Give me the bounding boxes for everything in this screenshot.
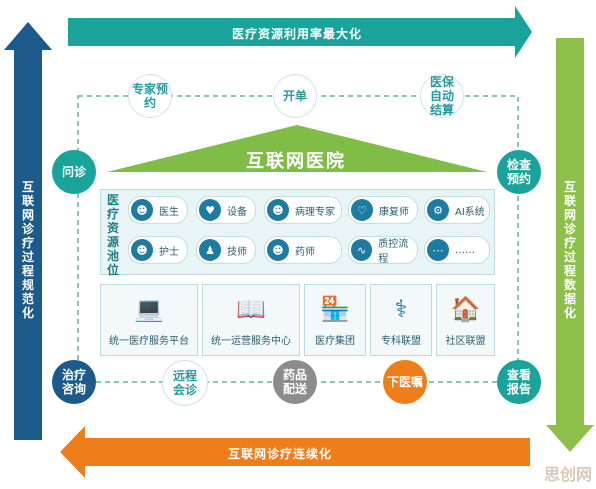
bottom-arrow-label: 互联网诊疗连续化 [228, 447, 333, 461]
platform-medical-group: 🏪医疗集团 [304, 284, 366, 356]
node-insurance-settlement: 医保自动结算 [420, 74, 464, 118]
storefront-icon: 🏪 [320, 294, 350, 323]
person-icon: ♟ [199, 239, 221, 261]
platform-medical-service: 💻统一医疗服务平台 [100, 284, 198, 356]
wave-icon: ∿ [351, 239, 373, 261]
house-icon: 🏠 [450, 294, 481, 323]
doctor-icon: ☻ [131, 199, 153, 221]
robot-icon: ⚙ [427, 199, 449, 221]
pharmacist-icon: ☻ [267, 239, 289, 261]
logo: 思创网 [543, 465, 592, 484]
resource-qc: ∿质控流程 [348, 236, 418, 265]
node-treatment-consult: 治疗咨询 [52, 360, 96, 404]
node-drug-delivery: 药品配送 [273, 360, 317, 404]
roof-title: 互联网医院 [246, 151, 346, 172]
bottom-arrow [60, 426, 530, 478]
resource-technician: ♟技师 [196, 236, 256, 264]
platform-specialty-alliance: ⚕专科联盟 [370, 284, 432, 356]
stethoscope-icon: ♥ [199, 199, 221, 221]
resource-more: ⋯…… [424, 236, 490, 264]
resource-ai: ⚙AI系统 [424, 196, 490, 224]
laptop-chart-icon: 💻 [134, 294, 164, 323]
resource-nurse: ☻护士 [128, 236, 188, 264]
top-arrow [68, 6, 532, 58]
node-exam-booking: 检查预约 [497, 150, 541, 194]
resource-doctor: ☻医生 [128, 196, 188, 224]
pool-title: 医疗资源池位 [106, 193, 119, 277]
left-arrow-label: 互联网诊疗过程规范化 [21, 180, 34, 320]
left-arrow [4, 22, 52, 440]
node-consultation: 问诊 [52, 150, 96, 194]
stethoscope-icon: ⚕ [394, 294, 408, 323]
right-arrow [546, 38, 594, 452]
pathologist-icon: ☻ [267, 199, 289, 221]
node-doctor-order: 下医嘱 [383, 360, 427, 404]
dots-icon: ⋯ [427, 239, 449, 261]
platform-operation-center: 📖统一运营服务中心 [202, 284, 300, 356]
resource-pharmacist: ☻药师 [264, 236, 342, 264]
heart-hand-icon: ♡ [351, 199, 373, 221]
node-order: 开单 [273, 74, 317, 118]
node-expert-booking: 专家预约 [128, 74, 172, 118]
right-arrow-label: 互联网诊疗过程数据化 [563, 180, 576, 320]
top-arrow-label: 医疗资源利用率最大化 [232, 27, 363, 41]
platform-community-alliance: 🏠社区联盟 [436, 284, 495, 356]
nurse-icon: ☻ [131, 239, 153, 261]
resource-rehab: ♡康复师 [348, 196, 418, 224]
resource-equipment: ♥设备 [196, 196, 256, 224]
roof [107, 125, 487, 172]
node-view-report: 查看报告 [497, 360, 541, 404]
resource-pathologist: ☻病理专家 [264, 196, 342, 224]
book-network-icon: 📖 [236, 294, 266, 323]
node-remote-consult: 远程会诊 [162, 360, 208, 406]
